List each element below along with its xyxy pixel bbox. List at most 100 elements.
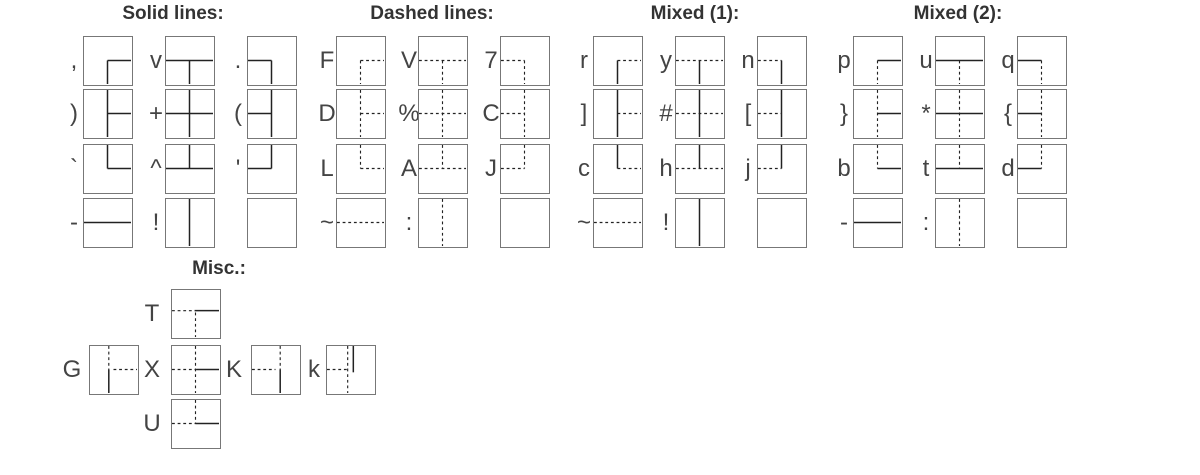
glyph-key-label: r	[580, 47, 588, 74]
glyph-cell-glyph	[359, 145, 384, 170]
misc-key-label: X	[143, 356, 160, 383]
glyph-cell	[165, 36, 215, 86]
glyph-cell	[83, 89, 133, 139]
glyph-key-label: F	[319, 47, 335, 74]
glyph-cell	[1017, 144, 1067, 194]
glyph-cell-glyph	[936, 59, 983, 84]
misc-cell	[171, 345, 221, 395]
group-title: Mixed (2):	[913, 3, 1003, 24]
glyph-cell-glyph	[359, 90, 384, 137]
glyph-cell	[336, 144, 386, 194]
misc-cell	[89, 345, 139, 395]
glyph-key-label: (	[234, 100, 242, 127]
glyph-cell	[165, 144, 215, 194]
glyph-cell-glyph	[876, 59, 901, 84]
glyph-key-label: .	[234, 47, 242, 74]
misc-cell-glyph	[172, 309, 219, 337]
glyph-cell-glyph	[876, 90, 901, 137]
glyph-cell	[853, 198, 903, 248]
glyph-key-label: n	[741, 47, 755, 74]
misc-cell-glyph	[172, 346, 219, 393]
glyph-cell-glyph	[616, 59, 641, 84]
glyph-key-label: V	[400, 47, 417, 74]
glyph-key-label: ]	[580, 100, 588, 127]
glyph-cell-glyph	[419, 90, 466, 137]
glyph-cell	[83, 198, 133, 248]
glyph-cell-glyph	[854, 221, 901, 224]
glyph-cell	[757, 198, 807, 248]
glyph-key-label: L	[320, 155, 334, 182]
misc-title: Misc.:	[192, 258, 246, 279]
glyph-cell	[336, 89, 386, 139]
glyph-cell-glyph	[166, 145, 213, 170]
glyph-cell-glyph	[337, 221, 384, 224]
glyph-cell	[935, 36, 985, 86]
glyph-cell	[500, 89, 550, 139]
misc-cell-glyph	[172, 400, 219, 425]
glyph-cell-glyph	[958, 199, 961, 246]
group-title: Dashed lines:	[370, 3, 494, 24]
glyph-cell-glyph	[936, 145, 983, 170]
glyph-cell-glyph	[106, 145, 131, 170]
glyph-cell-glyph	[758, 145, 783, 170]
misc-cell	[251, 345, 301, 395]
misc-cell-glyph	[327, 346, 355, 393]
glyph-cell	[1017, 89, 1067, 139]
glyph-key-label: *	[921, 100, 931, 127]
glyph-key-label: +	[148, 100, 163, 127]
glyph-cell	[500, 198, 550, 248]
glyph-cell-glyph	[419, 145, 466, 170]
glyph-cell-glyph	[676, 145, 723, 170]
glyph-cell	[418, 36, 468, 86]
glyph-cell-glyph	[616, 90, 641, 137]
glyph-key-label: y	[660, 47, 672, 74]
glyph-key-label: u	[919, 47, 933, 74]
glyph-key-label: h	[659, 155, 673, 182]
glyph-cell	[418, 198, 468, 248]
glyph-key-label: t	[922, 155, 930, 182]
misc-key-label: G	[62, 356, 82, 383]
glyph-cell-glyph	[501, 90, 526, 137]
misc-cell	[171, 399, 221, 449]
glyph-cell-glyph	[419, 59, 466, 84]
glyph-key-label: A	[400, 155, 417, 182]
glyph-cell-glyph	[501, 59, 526, 84]
glyph-key-label: p	[837, 47, 851, 74]
glyph-key-label: ^	[150, 155, 162, 182]
glyph-cell	[247, 144, 297, 194]
glyph-cell	[165, 198, 215, 248]
glyph-cell-glyph	[501, 145, 526, 170]
glyph-cell-glyph	[1018, 145, 1043, 170]
glyph-key-label: '	[235, 155, 241, 182]
glyph-cell-glyph	[248, 199, 295, 246]
misc-key-label: T	[144, 300, 160, 327]
glyph-key-label: c	[578, 155, 590, 182]
glyph-cell	[935, 89, 985, 139]
glyph-key-label: #	[659, 100, 673, 127]
glyph-cell	[1017, 198, 1067, 248]
misc-cell-glyph	[108, 346, 137, 393]
glyph-cell	[165, 89, 215, 139]
misc-key-label: k	[308, 356, 320, 383]
glyph-key-label: j	[745, 155, 751, 182]
glyph-cell-glyph	[758, 199, 805, 246]
glyph-cell-glyph	[676, 59, 723, 84]
glyph-cell	[500, 144, 550, 194]
glyph-cell-glyph	[501, 199, 548, 246]
glyph-cell-glyph	[106, 59, 131, 84]
glyph-cell	[500, 36, 550, 86]
glyph-cell	[336, 198, 386, 248]
glyph-cell	[757, 89, 807, 139]
glyph-key-label: q	[1001, 47, 1015, 74]
glyph-cell	[83, 36, 133, 86]
glyph-cell	[247, 36, 297, 86]
glyph-key-label: :	[405, 209, 413, 236]
glyph-cell-glyph	[594, 221, 641, 224]
glyph-key-label: J	[485, 155, 497, 182]
glyph-cell-glyph	[616, 145, 641, 170]
glyph-cell-glyph	[248, 145, 273, 170]
glyph-cell-glyph	[248, 90, 273, 137]
glyph-cell	[83, 144, 133, 194]
glyph-cell	[853, 36, 903, 86]
glyph-cell	[757, 36, 807, 86]
